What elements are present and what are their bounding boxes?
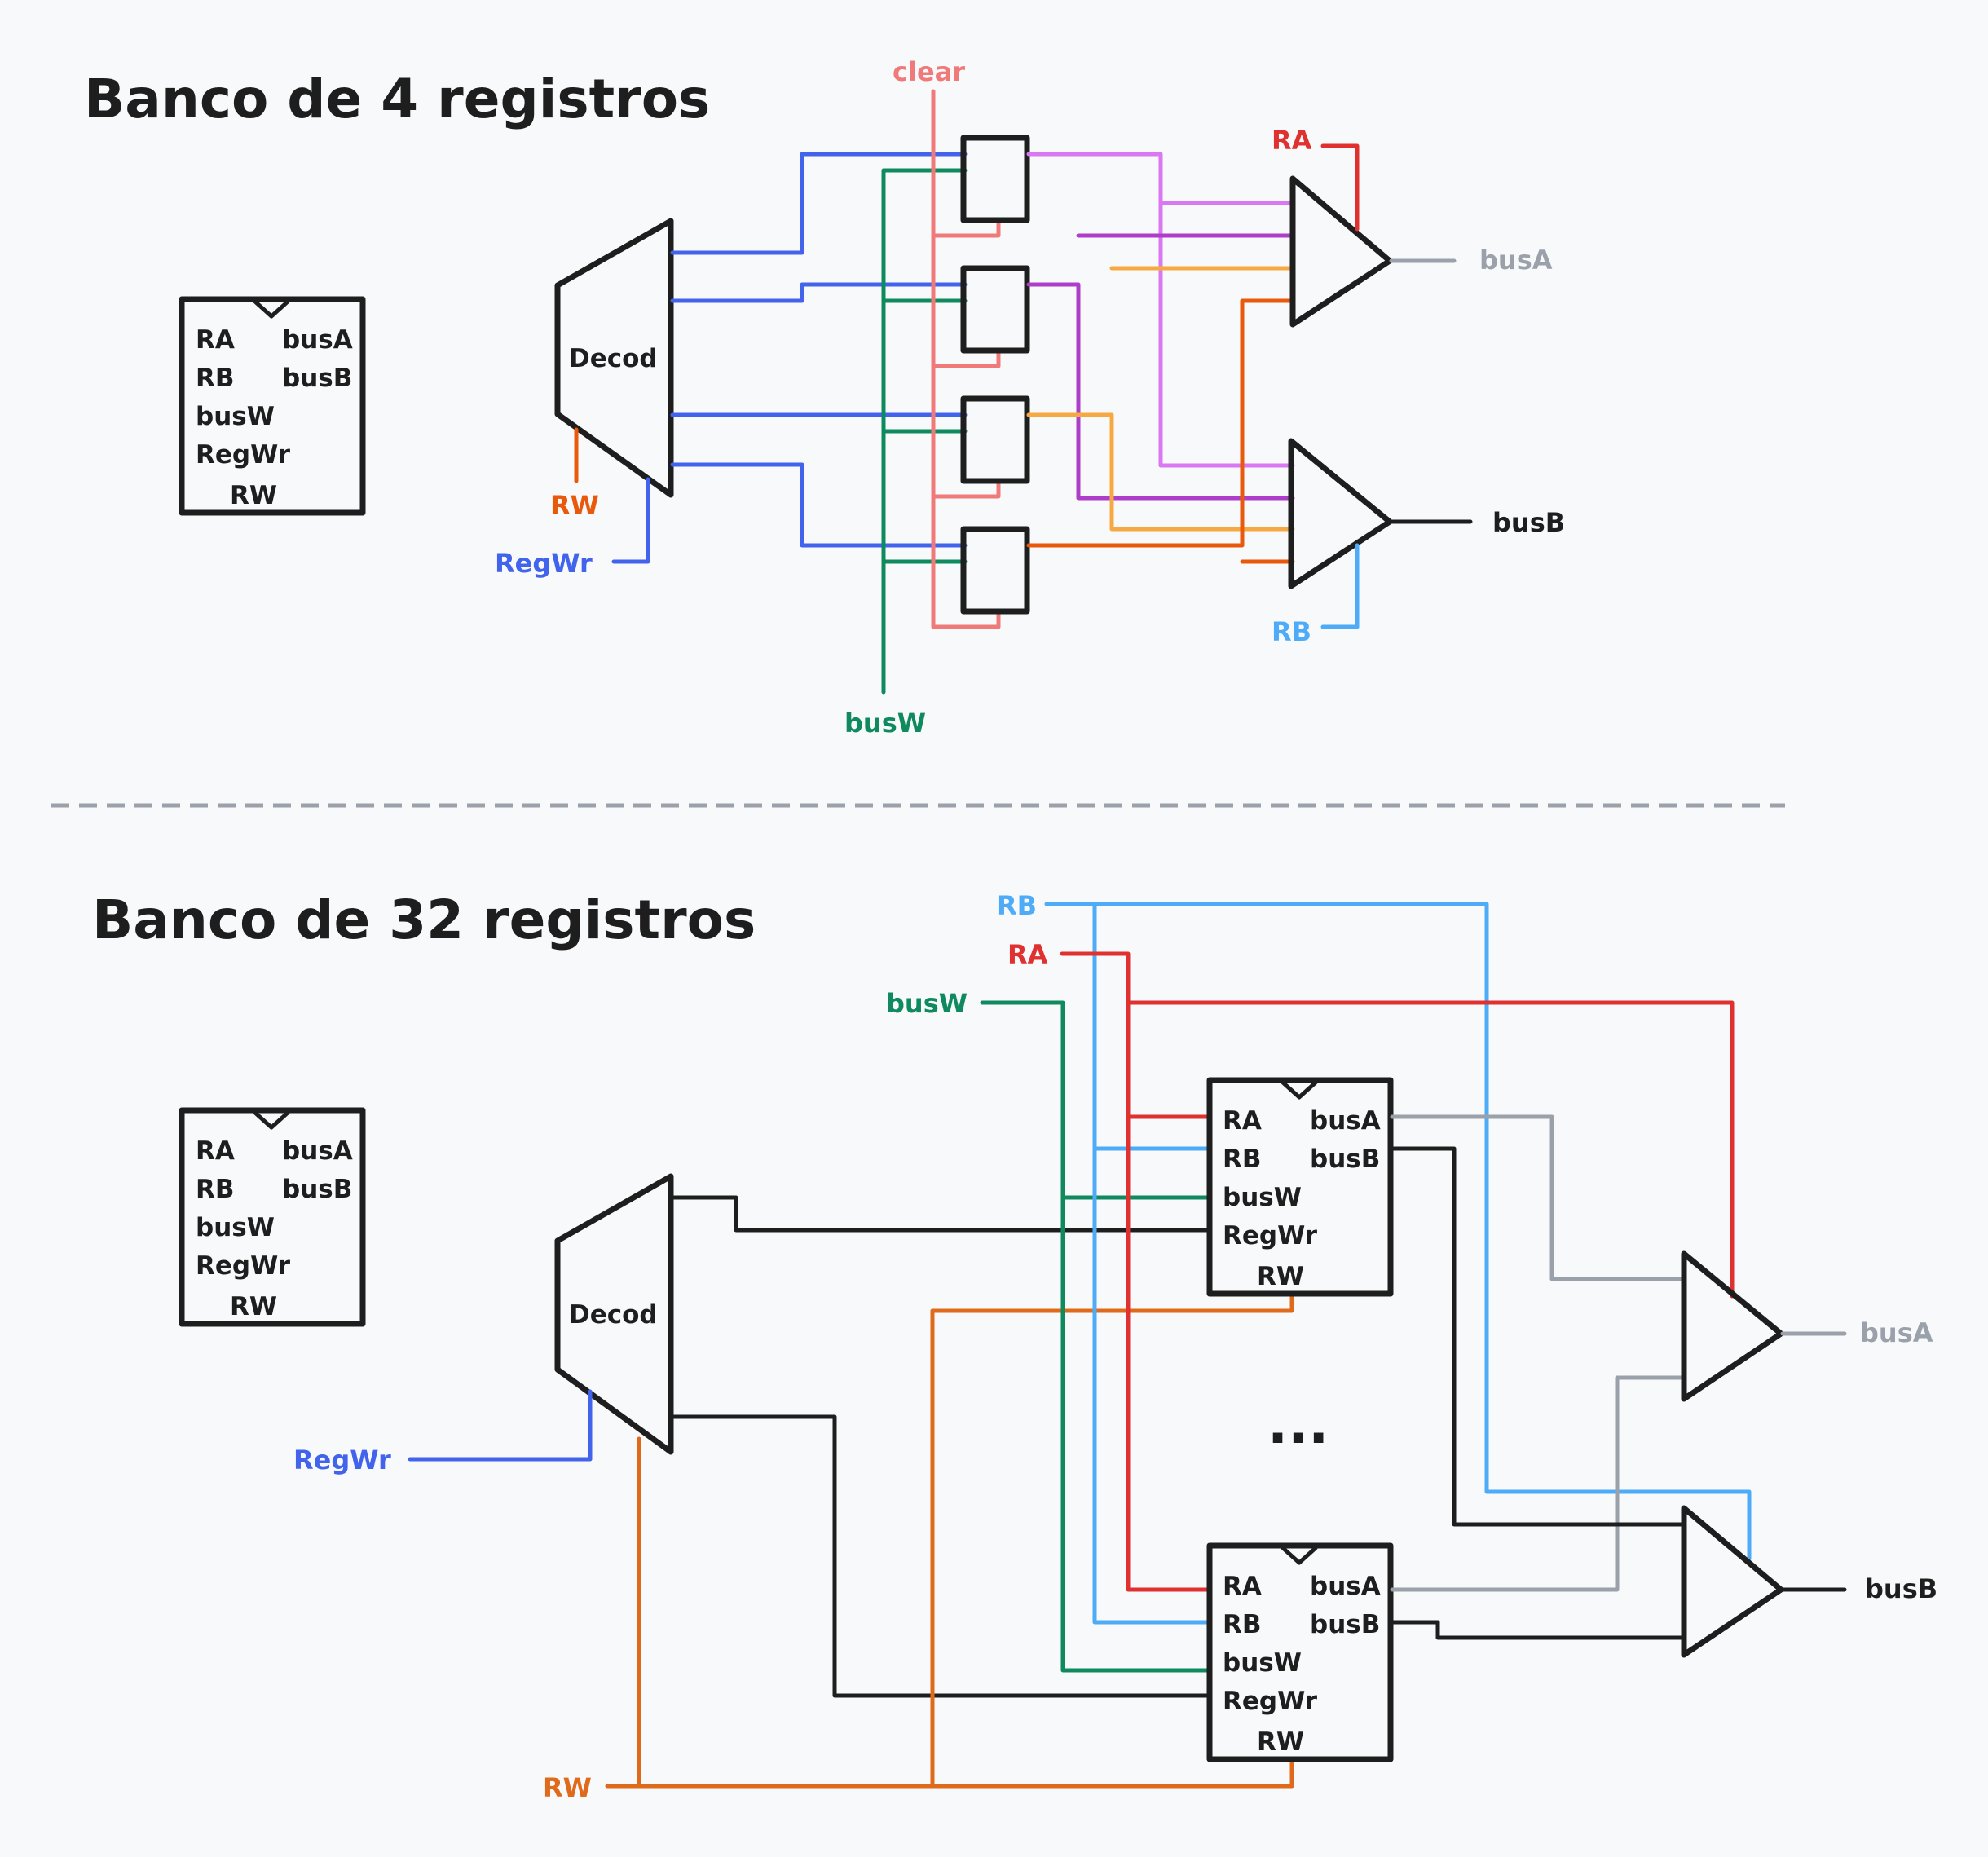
symbol2-rw-label: RW xyxy=(230,1292,277,1321)
reg1-output xyxy=(1026,282,1295,501)
register-2 xyxy=(960,395,1030,484)
symbol-busw-label: busW xyxy=(196,402,275,431)
symbol-ra-label: RA xyxy=(196,325,235,355)
reg2-output xyxy=(1026,412,1295,532)
ellipsis: ... xyxy=(1267,1393,1329,1456)
busw-label-top: busW xyxy=(844,708,926,739)
register-1 xyxy=(960,265,1030,354)
busb-label-bottom: busB xyxy=(1865,1573,1937,1604)
rw-label-top: RW xyxy=(550,490,599,521)
reg0-ra-label: RA xyxy=(1223,1106,1262,1136)
rw-label-bottom: RW xyxy=(543,1772,592,1803)
symbol2-busw-label: busW xyxy=(196,1213,275,1242)
reg0-rw-label: RW xyxy=(1257,1262,1304,1291)
symbol-busa-label: busA xyxy=(282,325,353,355)
regwr-wire-top xyxy=(611,477,650,564)
busw-wires-bottom xyxy=(980,1000,1210,1673)
clear-label: clear xyxy=(893,56,965,87)
busb-wires-bottom xyxy=(1390,1146,1685,1640)
register-block-0: RA busA RB busB busW RegWr RW xyxy=(1206,1077,1394,1297)
reg31-busw-label: busW xyxy=(1223,1648,1302,1678)
register-file-symbol-bottom: RA busA RB busB busW RegWr RW xyxy=(179,1107,366,1327)
busa-label-bottom: busA xyxy=(1860,1317,1933,1348)
rw-wires-bottom xyxy=(605,1295,1294,1789)
ra-wire-top xyxy=(1320,143,1360,232)
symbol2-busa-label: busA xyxy=(282,1136,353,1166)
rb-label-top: RB xyxy=(1272,616,1311,647)
selector-busa-bottom xyxy=(1681,1250,1784,1402)
reg31-busb-label: busB xyxy=(1310,1610,1380,1639)
rb-wires-bottom xyxy=(1044,902,1752,1625)
regwr-label-top: RegWr xyxy=(495,548,593,579)
reg0-busa-label: busA xyxy=(1310,1106,1381,1136)
selector-busa-top xyxy=(1289,175,1393,328)
regwr-label-bottom: RegWr xyxy=(293,1445,391,1475)
reg31-regwr-label: RegWr xyxy=(1223,1687,1318,1716)
register-file-symbol-top: RA busA RB busB busW RegWr RW xyxy=(179,296,366,516)
regwr-wire-bottom xyxy=(408,1389,593,1462)
busw-label-bottom: busW xyxy=(886,988,968,1019)
decoder-out-31 xyxy=(670,1414,1210,1698)
rb-wire-top xyxy=(1320,543,1360,629)
symbol2-busb-label: busB xyxy=(282,1175,352,1204)
reg0-regwr-label: RegWr xyxy=(1223,1221,1318,1250)
ra-label-bottom: RA xyxy=(1007,939,1048,970)
reg0-output xyxy=(1026,152,1295,468)
decoder-out-0 xyxy=(670,1195,1210,1233)
symbol2-ra-label: RA xyxy=(196,1136,235,1166)
registers-top xyxy=(960,135,1030,615)
reg31-rw-label: RW xyxy=(1257,1727,1304,1757)
busa-label-top: busA xyxy=(1479,245,1553,276)
reg0-busw-label: busW xyxy=(1223,1183,1302,1212)
reg31-busa-label: busA xyxy=(1310,1572,1381,1601)
title-bank-4: Banco de 4 registros xyxy=(84,68,710,130)
symbol2-rb-label: RB xyxy=(196,1175,235,1204)
symbol-rb-label: RB xyxy=(196,364,235,393)
decoder-top-label: Decod xyxy=(569,344,658,373)
decoder-top: Decod xyxy=(554,218,674,498)
symbol-rw-label: RW xyxy=(230,481,277,510)
decoder-output-wires-top xyxy=(670,152,968,548)
ra-wires-bottom xyxy=(1060,951,1735,1592)
rb-label-bottom: RB xyxy=(997,890,1037,921)
busw-wires-top xyxy=(881,168,968,695)
decoder-bottom-label: Decod xyxy=(569,1300,658,1330)
reg0-rb-label: RB xyxy=(1223,1145,1262,1174)
busa-wires-bottom xyxy=(1390,1114,1685,1592)
busb-label-top: busB xyxy=(1492,507,1565,538)
register-block-31: RA busA RB busB busW RegWr RW xyxy=(1206,1542,1394,1762)
title-bank-32: Banco de 32 registros xyxy=(92,889,756,951)
register-3 xyxy=(960,526,1030,615)
symbol-regwr-label: RegWr xyxy=(196,440,291,470)
reg3-output xyxy=(1026,298,1295,548)
reg31-rb-label: RB xyxy=(1223,1610,1262,1639)
ra-label-top: RA xyxy=(1272,125,1312,156)
symbol2-regwr-label: RegWr xyxy=(196,1251,291,1281)
register-0 xyxy=(960,135,1030,223)
clear-wires xyxy=(931,89,1001,629)
reg0-busb-label: busB xyxy=(1310,1145,1380,1174)
symbol-busb-label: busB xyxy=(282,364,352,393)
reg31-ra-label: RA xyxy=(1223,1572,1262,1601)
decoder-bottom: Decod xyxy=(554,1173,674,1455)
selector-busb-top xyxy=(1288,438,1393,589)
selector-busb-bottom xyxy=(1681,1505,1784,1658)
